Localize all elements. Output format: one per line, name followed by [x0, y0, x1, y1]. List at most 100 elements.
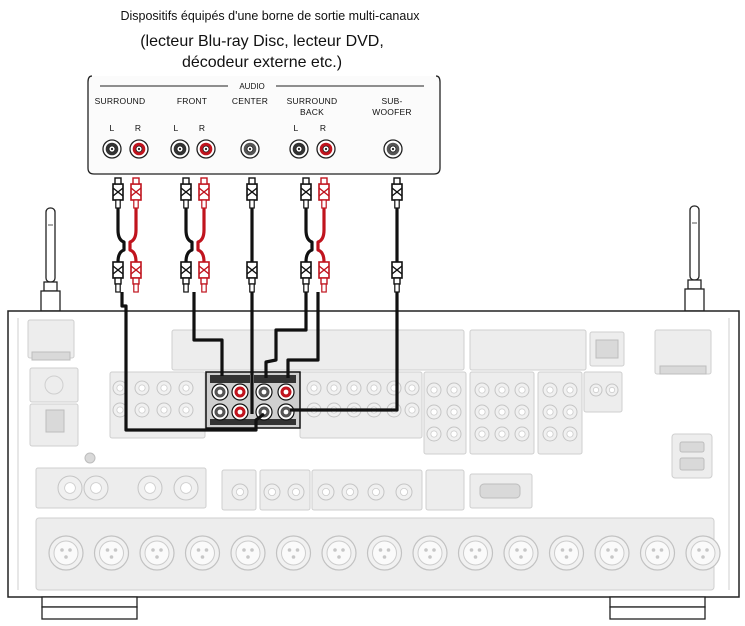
rca-jack-icon-ghost: [589, 383, 603, 397]
rca-jack-icon-ghost: [156, 402, 172, 418]
rca-jack-icon-receiver-4: [277, 383, 295, 401]
surround-cable-left: [116, 206, 126, 263]
rca-jack-icon-ghost: [173, 475, 199, 501]
rca-jack-icon-ghost: [474, 404, 490, 420]
rca-jack-icon-ghost: [178, 402, 194, 418]
rca-jack-icon-ghost: [562, 382, 578, 398]
label-subwoofer: SUB-: [381, 96, 402, 106]
xlr-connector-icon: [685, 535, 721, 571]
rca-plug-icon-bottom: [180, 261, 192, 293]
rca-jack-icon-ghost: [446, 426, 462, 442]
device-subtitle-1: (lecteur Blu-ray Disc, lecteur DVD,: [140, 33, 384, 50]
rca-jack-icon-receiver-8: [277, 403, 295, 421]
rca-jack-icon-receiver-2: [231, 383, 249, 401]
front-cable-right: [196, 206, 206, 263]
xlr-connector-icon: [275, 535, 312, 571]
rca-jack-icon-center-c: [240, 139, 260, 159]
rca-jack-icon-receiver-3: [255, 383, 273, 401]
xlr-connector-row: [48, 535, 721, 571]
label-surround-l: L: [110, 123, 115, 133]
rca-jack-icon-ghost: [404, 380, 420, 396]
rca-jack-icon-ghost: [474, 382, 490, 398]
rca-cables: [116, 206, 399, 432]
rca-plug-icon-top: [318, 177, 330, 209]
rca-jack-icon-ghost: [562, 426, 578, 442]
label-center: CENTER: [232, 96, 268, 106]
rca-plug-icon-top: [112, 177, 124, 209]
rca-jack-icon-ghost: [137, 475, 163, 501]
label-front-l: L: [174, 123, 179, 133]
rca-jack-icon-ghost: [306, 380, 322, 396]
source-jacks: [102, 139, 403, 159]
rca-jack-icon-ghost: [426, 426, 442, 442]
rca-jack-icon-ghost: [231, 483, 249, 501]
label-front-r: R: [199, 123, 205, 133]
rca-jack-icon-surround-back-l: [289, 139, 309, 159]
rca-jack-icon-ghost: [494, 382, 510, 398]
rca-jack-icon-ghost: [287, 483, 305, 501]
rca-jack-icon-surround-l: [102, 139, 122, 159]
rca-plug-icon-bottom: [300, 261, 312, 293]
rca-jack-icon-ghost: [446, 382, 462, 398]
label-surround: SURROUND: [95, 96, 146, 106]
front-route: [192, 292, 224, 376]
xlr-connector-icon: [93, 535, 130, 571]
receiver-foot-right: [609, 596, 706, 620]
rca-jack-icon-ghost: [562, 404, 578, 420]
rca-plug-icon-top: [130, 177, 142, 209]
label-surround-r: R: [135, 123, 141, 133]
rca-plug-icon-top-subwoofer: [391, 177, 403, 209]
xlr-connector-icon: [366, 535, 403, 571]
audio-group-label: AUDIO: [239, 82, 264, 91]
rca-jack-icon-receiver-6: [231, 403, 249, 421]
rca-jack-icon-ghost: [346, 380, 362, 396]
device-subtitle-2: décodeur externe etc.): [182, 54, 342, 71]
front-cable-left: [184, 206, 194, 263]
label-surround-back: SURROUND: [287, 96, 338, 106]
rca-jack-icon-ghost: [542, 426, 558, 442]
rca-plugs: [112, 177, 403, 293]
rca-jack-icon-surround-back-r: [316, 139, 336, 159]
xlr-connector-icon: [457, 535, 494, 571]
rca-jack-icon-ghost: [542, 404, 558, 420]
surround-back-route-2: [286, 292, 320, 378]
rca-jack-icon-ghost: [605, 383, 619, 397]
rca-jack-icon-subwoofer-c: [383, 139, 403, 159]
surround-route: [120, 292, 265, 432]
xlr-connector-icon: [639, 535, 676, 571]
xlr-connector-icon: [139, 535, 175, 571]
device-title: Dispositifs équipés d'une borne de sorti…: [120, 9, 420, 23]
label-front: FRONT: [177, 96, 207, 106]
receiver-foot-left: [41, 596, 138, 620]
xlr-connector-icon: [230, 535, 266, 571]
rca-jack-icon-ghost: [514, 382, 530, 398]
rca-jack-icon-ghost: [446, 404, 462, 420]
xlr-connector-icon: [48, 535, 84, 571]
rca-jack-icon-ghost: [386, 380, 402, 396]
antenna-left-icon: [40, 207, 61, 312]
rca-jack-icon-ghost: [426, 382, 442, 398]
rca-plug-icon-top: [198, 177, 210, 209]
rca-jack-icon-ghost: [326, 380, 342, 396]
rca-jack-icon-ghost: [178, 380, 194, 396]
rca-jack-icon-ghost: [514, 426, 530, 442]
rca-jack-icon-ghost: [367, 483, 385, 501]
xlr-connector-icon: [594, 535, 630, 571]
rca-plug-icon-top: [180, 177, 192, 209]
rca-jack-icon-ghost: [156, 380, 172, 396]
rca-jack-icon-ghost: [494, 426, 510, 442]
surround-back-cable-left: [304, 206, 314, 263]
rca-jack-icon-ghost: [83, 475, 109, 501]
subwoofer-route: [290, 292, 399, 412]
power-inlet-icon: [671, 433, 713, 479]
rca-jack-icon-ghost: [263, 483, 281, 501]
rca-jack-icon-front-l: [170, 139, 190, 159]
rca-jack-icon-ghost: [341, 483, 359, 501]
label-subwoofer-sub: WOOFER: [372, 107, 411, 117]
rca-jack-icon-ghost: [404, 402, 420, 418]
rca-jack-icon-ghost: [134, 402, 150, 418]
antenna-right-icon: [684, 205, 705, 312]
xlr-connector-icon: [184, 535, 221, 571]
rca-plug-icon-bottom: [318, 261, 330, 293]
